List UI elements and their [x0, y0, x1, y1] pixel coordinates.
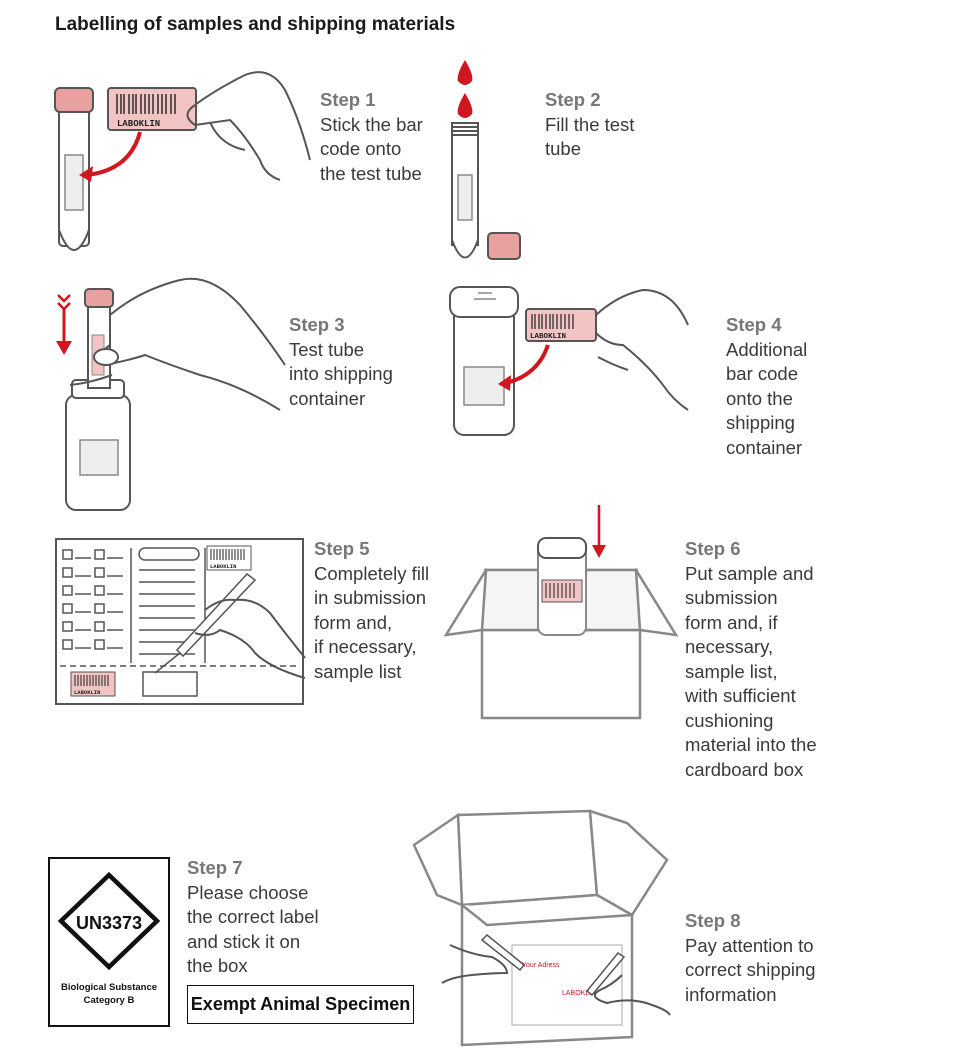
barcode-brand-text: LABOKLIN — [530, 333, 566, 341]
step-5-line: form and, — [314, 611, 393, 633]
step2-illustration — [451, 60, 521, 260]
step-8-line: Pay attention to — [685, 934, 814, 956]
un3373-label: UN3373 Biological Substance Category B — [48, 857, 170, 1027]
step-8-line: information — [685, 983, 777, 1005]
step-5-line: Completely fill — [314, 562, 430, 584]
page-title: Labelling of samples and shipping materi… — [55, 14, 456, 35]
barcode-label: LABOKLIN — [70, 671, 116, 697]
un-diamond-icon: UN3373 Biological Substance Category B — [57, 871, 161, 1006]
step-7-line: the box — [187, 955, 248, 976]
step-8-line: correct shipping — [685, 959, 816, 980]
step-5-heading: Step 5 — [314, 538, 370, 559]
step8-illustration: Your Adress LABOKLIN — [412, 809, 671, 1047]
step-2-text: Step 2 Fill the test tube — [545, 88, 634, 162]
step-2-heading: Step 2 — [545, 89, 601, 110]
step-1-text: Step 1 Stick the bar code onto the test … — [320, 88, 423, 186]
step-3-line: Test tube — [289, 338, 365, 360]
step-7-heading: Step 7 — [187, 857, 243, 878]
down-arrow-icon — [56, 341, 72, 355]
step-3-line: into shipping — [289, 363, 393, 384]
step-6-text: Step 6 Put sample and submission form an… — [685, 537, 817, 782]
step-4-line: bar code — [726, 363, 798, 384]
step-5-line: in submission — [314, 587, 427, 608]
step-6-line: sample list, — [685, 660, 778, 682]
step-5-line: if necessary, — [314, 636, 417, 657]
step-5-line: sample list — [314, 660, 402, 682]
step-6-line: submission — [685, 587, 778, 608]
step4-illustration: LABOKLIN — [449, 286, 689, 436]
barcode-brand-text: LABOKLIN — [210, 563, 236, 570]
step-6-line: material into the — [685, 734, 817, 755]
tube-cap — [54, 87, 94, 113]
step-6-line: Put sample and — [685, 562, 814, 584]
barcode-brand-text: LABOKLIN — [74, 689, 100, 696]
step-6-line: necessary, — [685, 636, 774, 657]
step6-illustration — [443, 505, 679, 720]
step-8-text: Step 8 Pay attention to correct shipping… — [685, 909, 816, 1007]
step-7-line: the correct label — [187, 906, 319, 927]
step-6-line: with sufficient — [685, 685, 796, 706]
tube-cap — [487, 232, 521, 260]
step-6-line: form and, if — [685, 611, 778, 633]
step5-illustration: LABOKLIN LABOKLIN — [55, 538, 306, 705]
blood-drop-icon — [457, 60, 473, 85]
barcode-label: LABOKLIN — [107, 87, 197, 131]
barcode-label: LABOKLIN — [525, 308, 597, 342]
blood-drop-icon — [457, 93, 473, 118]
un-category-text: Category B — [84, 995, 135, 1006]
step-8-heading: Step 8 — [685, 910, 741, 931]
step-2-line: tube — [545, 138, 582, 159]
step-1-line: code onto — [320, 138, 402, 159]
step-3-heading: Step 3 — [289, 314, 345, 335]
your-address-text: Your Adress — [522, 962, 560, 969]
barcode-brand-text: LABOKLIN — [117, 119, 160, 129]
step-4-line: onto the — [726, 387, 793, 409]
step-4-line: shipping — [726, 412, 795, 433]
address-label — [511, 944, 623, 1026]
pen-icon — [585, 951, 626, 997]
box-lab-text: LABOKLIN — [562, 990, 596, 997]
step-6-heading: Step 6 — [685, 538, 741, 559]
step-3-text: Step 3 Test tube into shipping container — [289, 313, 393, 411]
exempt-animal-specimen-label: Exempt Animal Specimen — [187, 985, 414, 1024]
un-substance-text: Biological Substance — [61, 982, 157, 993]
step-6-line: cushioning — [685, 709, 774, 731]
step-1-line: the test tube — [320, 162, 422, 184]
step1-illustration: LABOKLIN — [54, 71, 311, 251]
cardboard-box — [480, 628, 642, 720]
pen-icon — [480, 933, 526, 972]
pen-icon — [154, 572, 257, 674]
down-chevron-icon — [57, 294, 71, 311]
down-arrow-icon — [592, 545, 606, 558]
un-code-text: UN3373 — [76, 913, 142, 933]
step-4-line: container — [726, 436, 803, 458]
step-7-line: and stick it on — [187, 930, 301, 952]
step3-illustration — [56, 277, 286, 511]
step-6-line: cardboard box — [685, 758, 804, 780]
barcode-label: LABOKLIN — [206, 545, 252, 571]
step-7-text: Step 7 Please choose the correct label a… — [187, 856, 319, 979]
step-4-text: Step 4 Additional bar code onto the ship… — [726, 313, 807, 460]
step-3-line: container — [289, 387, 366, 409]
step-4-heading: Step 4 — [726, 314, 782, 335]
step-2-line: Fill the test — [545, 113, 635, 135]
step-1-line: Stick the bar — [320, 113, 423, 135]
step-1-heading: Step 1 — [320, 89, 376, 110]
step-7-line: Please choose — [187, 881, 309, 903]
step-5-text: Step 5 Completely fill in submission for… — [314, 537, 429, 684]
step-4-line: Additional — [726, 338, 808, 360]
